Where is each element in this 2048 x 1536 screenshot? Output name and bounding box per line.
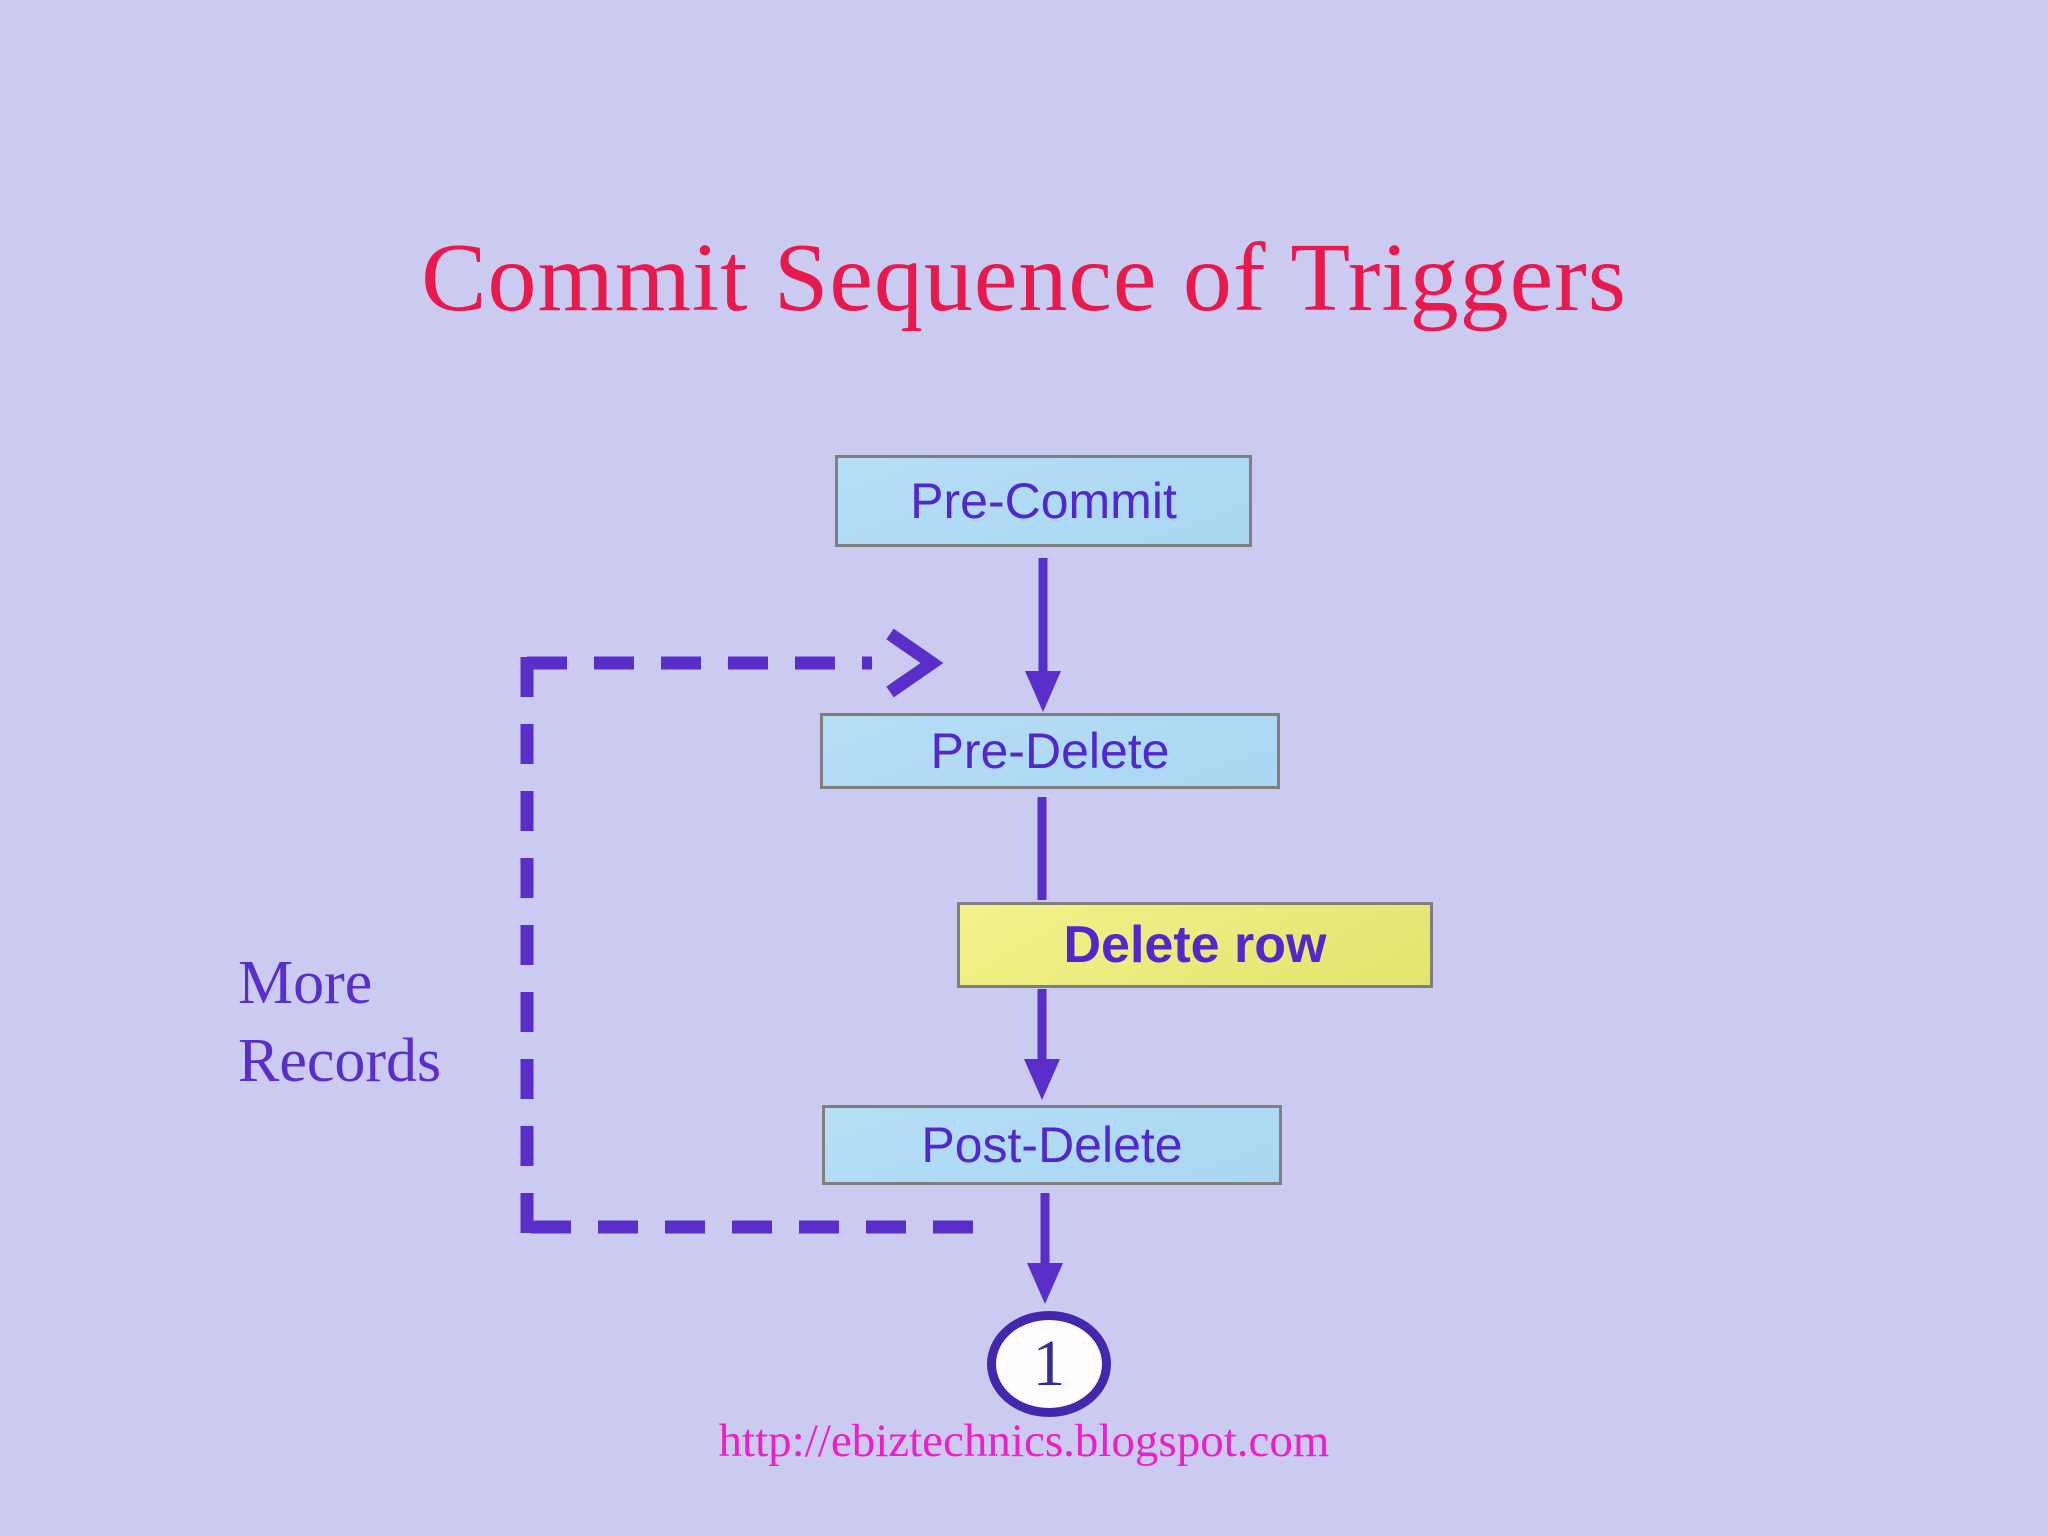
arrowhead-icon <box>1024 1059 1060 1100</box>
arrowhead-icon <box>1025 671 1061 712</box>
node-label: Post-Delete <box>921 1117 1183 1173</box>
node-label: Delete row <box>1063 916 1327 974</box>
node-label: Pre-Delete <box>930 723 1170 779</box>
node-delete-row: Delete row <box>957 902 1433 988</box>
node-post-delete: Post-Delete <box>822 1105 1282 1185</box>
step-marker-number: 1 <box>1032 1327 1066 1400</box>
node-label: Pre-Commit <box>910 473 1177 529</box>
node-pre-delete: Pre-Delete <box>820 713 1280 789</box>
loop-label: More Records <box>238 949 442 1095</box>
step-marker-circle: 1 <box>987 1311 1111 1417</box>
node-pre-commit: Pre-Commit <box>835 455 1252 547</box>
footer-url: http://ebiztechnics.blogspot.com <box>718 1415 1330 1467</box>
arrowhead-icon <box>1027 1263 1063 1304</box>
loop-arrowhead-icon <box>886 628 944 698</box>
page-title: Commit Sequence of Triggers <box>421 224 1627 332</box>
